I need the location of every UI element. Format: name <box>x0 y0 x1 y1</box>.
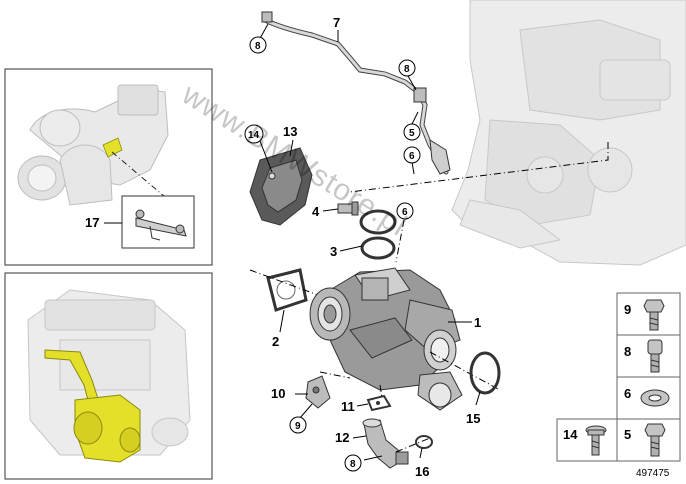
gasket-part-11 <box>366 394 392 412</box>
centerline-10 <box>319 371 351 379</box>
engine-block-background <box>451 0 686 266</box>
leader-11 <box>356 403 369 407</box>
oil-feed-line-part-7 <box>261 11 451 175</box>
gasket-part-2 <box>266 268 308 312</box>
callout-10: 10 <box>271 386 285 401</box>
legend-row-1 <box>616 292 681 336</box>
bolt-9-icon <box>643 299 665 331</box>
callout-12: 12 <box>335 430 349 445</box>
centerline-15 <box>429 351 501 391</box>
callout-15: 15 <box>466 411 480 426</box>
oil-return-pipe-part-12 <box>362 418 409 469</box>
leader-16 <box>419 447 423 459</box>
callout-circle-5 <box>403 123 421 141</box>
leader-2 <box>279 309 285 333</box>
callout-13: 13 <box>283 124 297 139</box>
callout-2: 2 <box>272 334 279 349</box>
callout-circle-8a <box>249 36 267 54</box>
leader-15 <box>475 391 481 406</box>
centerline-16 <box>395 437 431 453</box>
o-ring-part-16 <box>415 435 433 449</box>
inset-detail-box <box>121 195 195 249</box>
hardware-legend: 9 8 6 14 5 <box>556 292 681 462</box>
callout-circle-6b <box>396 202 414 220</box>
leader-3 <box>339 245 363 252</box>
bolt-5-icon <box>644 423 666 457</box>
callout-14: 14 <box>248 130 260 141</box>
leader-8b <box>407 75 417 91</box>
callout-circle-8b <box>398 59 416 77</box>
callout-11: 11 <box>341 399 355 414</box>
leader-4 <box>322 208 339 212</box>
heat-shield-part-13 <box>249 147 313 226</box>
legend-label-14: 14 <box>563 427 578 442</box>
inset-highlight-part <box>102 137 123 158</box>
bolt-14-icon <box>585 425 607 456</box>
callout-8c: 8 <box>350 459 356 470</box>
washer-6-icon <box>640 389 670 407</box>
callout-9: 9 <box>295 421 301 432</box>
leader-9 <box>299 403 313 419</box>
legend-label-6: 6 <box>624 386 631 401</box>
bolt-8-icon <box>647 339 663 373</box>
callout-circle-14 <box>244 124 264 144</box>
inset-turbo-sketch <box>17 84 169 206</box>
legend-label-8: 8 <box>624 344 631 359</box>
legend-label-5: 5 <box>624 427 631 442</box>
gasket-part-15 <box>469 351 501 395</box>
leader-12 <box>352 435 367 439</box>
callout-17: 17 <box>85 215 99 230</box>
callout-circle-6a <box>403 146 421 164</box>
callout-circle-8c <box>344 454 362 472</box>
leader-13 <box>289 139 294 157</box>
centerline-11 <box>379 384 383 399</box>
inset-highlight-turbo <box>44 349 141 463</box>
callout-circle-9 <box>289 416 307 434</box>
callout-1: 1 <box>474 315 481 330</box>
inset-engine-sketch <box>27 289 191 456</box>
centerline-2 <box>249 269 319 296</box>
callout-8a: 8 <box>255 41 261 52</box>
turbocharger-part-1 <box>309 267 463 411</box>
document-number: 497475 <box>636 468 670 479</box>
callout-6a: 6 <box>409 151 415 162</box>
bracket-part-10 <box>305 375 331 409</box>
leader-6a <box>411 161 415 175</box>
gasket-part-3 <box>359 209 397 260</box>
leader-5 <box>411 111 419 125</box>
callout-5: 5 <box>409 128 415 139</box>
callout-3: 3 <box>330 244 337 259</box>
leader-8c <box>363 455 383 461</box>
centerline-engine <box>349 142 609 193</box>
bracket-part-17 <box>135 209 187 241</box>
inset-leader <box>111 151 179 209</box>
callout-8b: 8 <box>404 64 410 75</box>
leader-14 <box>259 140 273 173</box>
callout-6b: 6 <box>402 207 408 218</box>
sensor-part-4 <box>337 201 359 216</box>
callout-4: 4 <box>312 204 320 219</box>
legend-label-9: 9 <box>624 302 631 317</box>
callout-16: 16 <box>415 464 429 479</box>
callout-7: 7 <box>333 15 340 30</box>
